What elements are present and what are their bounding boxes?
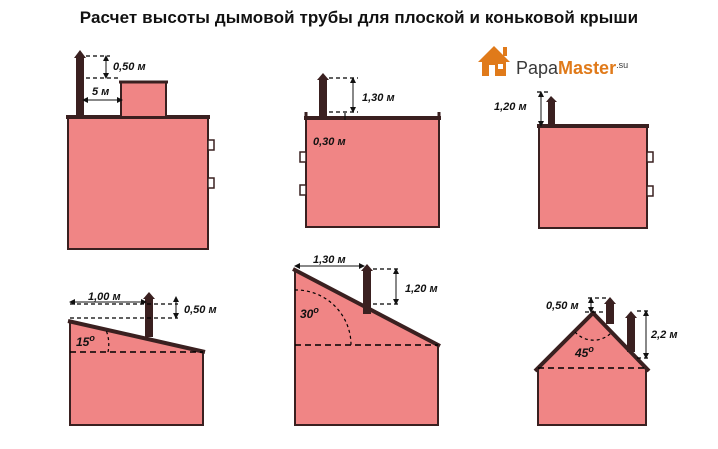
height-large-label: 2,2 м [650,329,678,341]
angle-label: 45o [574,344,594,360]
angle-label: 30o [300,305,319,321]
diagram-gable-15: 1,00 м 0,50 м 15o [67,291,217,426]
diagram-flat-roof: 1,30 м 0,30 м [299,73,441,228]
chimney [319,80,327,118]
house-body [67,116,209,250]
height-label: 1,20 м [405,283,438,295]
roof-line [67,319,206,354]
offset-label: 0,30 м [313,136,346,148]
chimney-large [627,318,635,352]
chimney-small [606,304,614,324]
parapet [120,81,167,118]
chimney [548,102,555,126]
height-label: 1,30 м [362,92,395,104]
angle-label: 15o [76,333,95,349]
degree-sign: o [588,344,594,354]
logo-text: PapaMaster.su [516,58,628,78]
chimney [76,58,84,117]
distance-label: 1,00 м [88,291,121,303]
chimney [363,271,371,314]
papamaster-logo: PapaMaster.su [478,46,628,78]
house-body [538,125,648,229]
degree-sign: o [313,305,319,315]
diagram-flat-parapet: 0,50 м 5 м [66,50,215,250]
height-small-label: 0,50 м [546,300,579,312]
house-logo-icon [478,46,510,76]
height-label: 1,20 м [494,101,527,113]
degree-sign: o [89,333,95,343]
height-label: 0,50 м [184,304,217,316]
height-label: 0,50 м [113,61,146,73]
diagram-flat-edge: 1,20 м [494,91,654,229]
distance-label: 5 м [92,86,109,98]
distance-label: 1,30 м [313,254,346,266]
house-body [305,117,440,228]
diagram-gable-45: 0,50 м 2,2 м 45o [533,297,678,426]
diagram-pitched-30: 1,30 м 1,20 м 30o [292,254,441,426]
page-title: Расчет высоты дымовой трубы для плоской … [79,8,639,27]
